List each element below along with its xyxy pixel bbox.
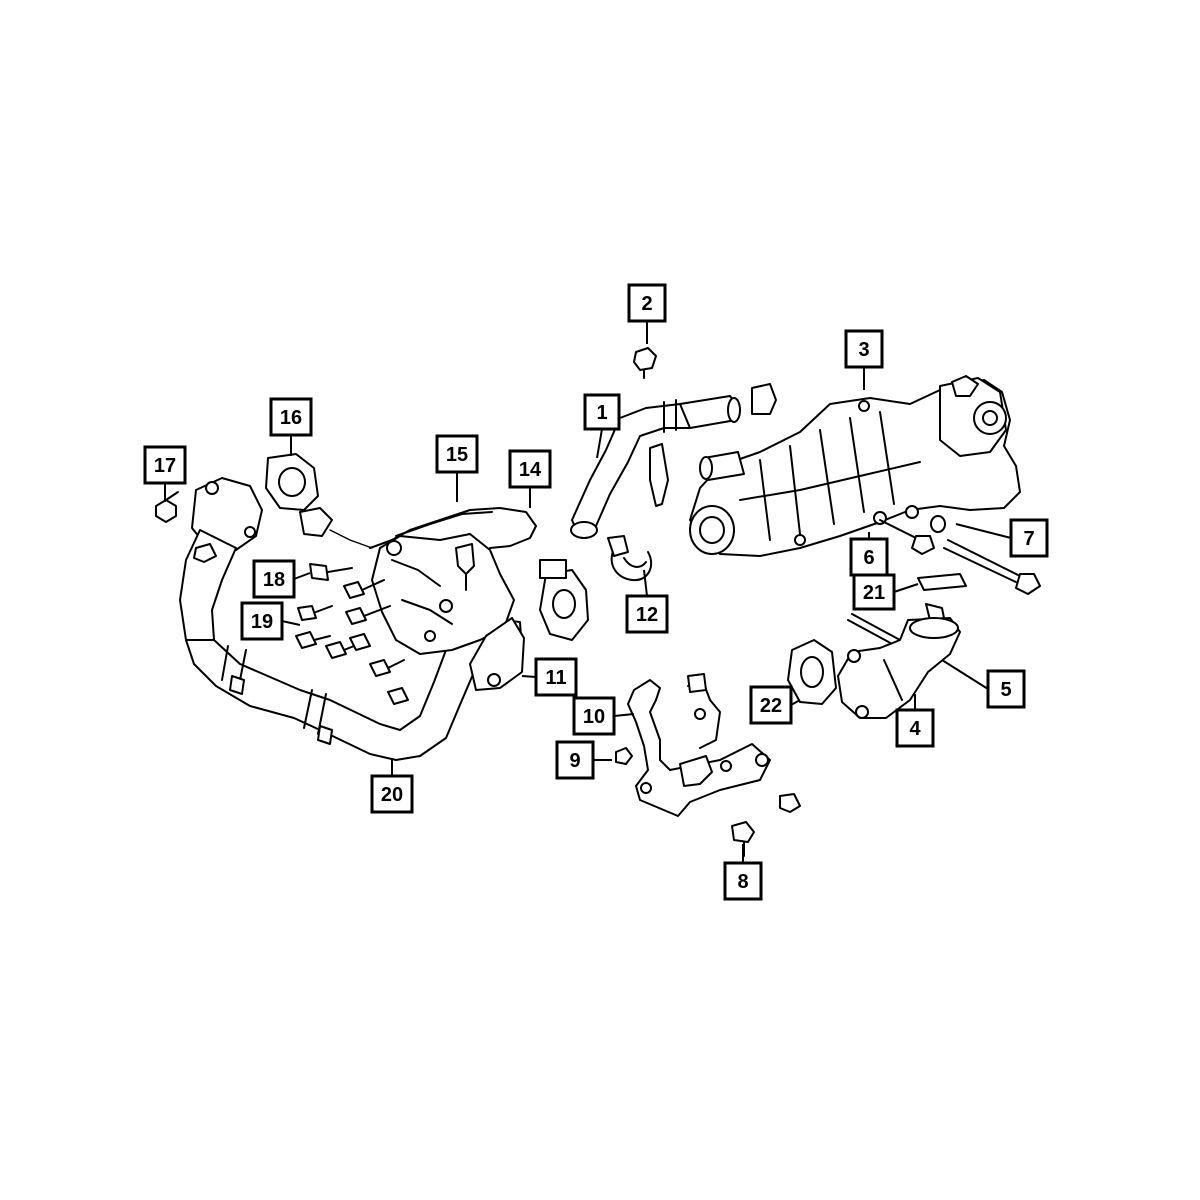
egr-tube-part-20 xyxy=(179,477,523,761)
leader-line-18 xyxy=(293,572,311,580)
callout-number: 17 xyxy=(154,455,176,477)
callout-number: 22 xyxy=(760,695,782,717)
callout-number: 20 xyxy=(381,784,403,806)
callout-box xyxy=(625,594,669,634)
nut-part-9 xyxy=(615,747,633,765)
callout-box xyxy=(240,601,284,641)
callout-number: 6 xyxy=(863,547,874,569)
egr-valve-manifold-part-3 xyxy=(689,375,1021,557)
callout-22: 22 xyxy=(749,685,793,725)
callout-20: 20 xyxy=(370,774,414,814)
callout-box xyxy=(583,393,621,431)
callout-12: 12 xyxy=(625,594,669,634)
leader-line-19 xyxy=(281,620,301,626)
elbow-pipe-part-4 xyxy=(837,617,961,719)
callout-2: 2 xyxy=(627,283,667,323)
bolt-part-7 xyxy=(930,515,1041,595)
callout-box xyxy=(534,657,578,697)
callout-4: 4 xyxy=(895,708,935,748)
bracket-part-10 xyxy=(627,673,771,817)
callout-number: 4 xyxy=(909,718,921,740)
callout-box xyxy=(370,774,414,814)
bolts-part-8 xyxy=(731,793,801,857)
egr-cooler-assembly xyxy=(299,507,589,691)
bolts-part-18-19 xyxy=(295,563,409,705)
callout-box xyxy=(1009,518,1049,558)
stud-part-5 xyxy=(847,603,945,647)
callout-17: 17 xyxy=(143,445,187,485)
callout-box xyxy=(895,708,935,748)
callout-box xyxy=(143,445,187,485)
leader-line-7 xyxy=(955,523,1012,539)
callout-box xyxy=(844,329,884,369)
callout-10: 10 xyxy=(572,696,616,736)
callout-number: 12 xyxy=(636,604,658,626)
clamp-part-12 xyxy=(607,535,653,582)
callout-16: 16 xyxy=(269,397,313,437)
callout-number: 7 xyxy=(1023,528,1034,550)
callout-box xyxy=(572,696,616,736)
callout-number: 14 xyxy=(519,459,542,481)
callout-15: 15 xyxy=(435,434,479,474)
callout-19: 19 xyxy=(240,601,284,641)
callout-5: 5 xyxy=(986,669,1026,709)
callout-number: 8 xyxy=(737,871,748,893)
callout-box xyxy=(849,537,889,577)
leader-line-11 xyxy=(521,675,537,678)
callout-14: 14 xyxy=(508,449,552,489)
gasket-part-22 xyxy=(787,639,837,705)
leader-line-21 xyxy=(893,583,919,593)
callout-11: 11 xyxy=(534,657,578,697)
callout-number: 16 xyxy=(280,407,302,429)
callout-1: 1 xyxy=(583,393,621,431)
leader-line-1 xyxy=(596,428,603,459)
callout-box xyxy=(252,559,296,599)
callout-number: 9 xyxy=(569,750,580,772)
callout-8: 8 xyxy=(723,861,763,901)
callout-box xyxy=(555,740,595,780)
callout-box xyxy=(508,449,552,489)
leader-line-12 xyxy=(643,569,648,597)
leader-line-10 xyxy=(613,713,635,717)
callout-box xyxy=(269,397,313,437)
callout-number: 3 xyxy=(858,339,869,361)
callout-number: 19 xyxy=(251,611,273,633)
callout-6: 6 xyxy=(849,537,889,577)
callout-box xyxy=(627,283,667,323)
callout-number: 21 xyxy=(863,582,885,604)
callout-9: 9 xyxy=(555,740,595,780)
callout-box xyxy=(723,861,763,901)
leader-line-5 xyxy=(941,659,989,690)
bolt-part-6 xyxy=(879,519,935,555)
callout-box xyxy=(435,434,479,474)
gasket-part-21 xyxy=(917,573,967,591)
callout-number: 1 xyxy=(596,402,607,424)
gasket-part-16 xyxy=(265,453,319,511)
callout-18: 18 xyxy=(252,559,296,599)
bolt-part-2 xyxy=(633,347,657,379)
callout-box xyxy=(986,669,1026,709)
coolant-hose-part-1 xyxy=(570,383,777,539)
leader-lines xyxy=(164,321,1012,863)
callout-box xyxy=(749,685,793,725)
callout-21: 21 xyxy=(852,573,896,611)
callout-number: 2 xyxy=(641,293,652,315)
callout-number: 5 xyxy=(1000,679,1011,701)
callout-number: 10 xyxy=(583,706,605,728)
callout-box xyxy=(852,573,896,611)
callout-3: 3 xyxy=(844,329,884,369)
callout-number: 15 xyxy=(446,444,468,466)
bolt-part-17 xyxy=(155,491,179,523)
callout-number: 18 xyxy=(263,569,285,591)
callout-7: 7 xyxy=(1009,518,1049,558)
callout-number: 11 xyxy=(545,667,566,689)
